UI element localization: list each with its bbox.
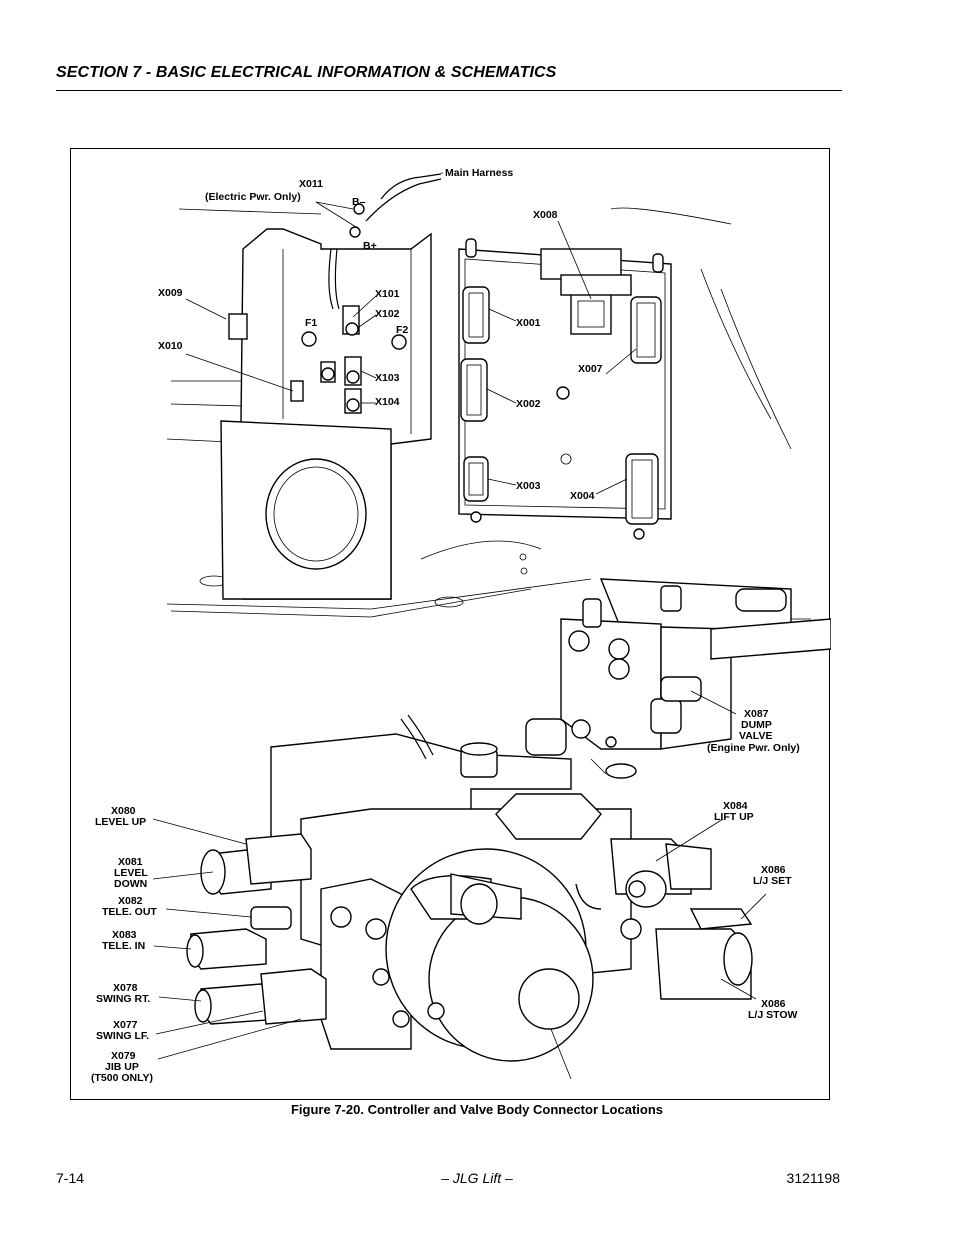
label-f2: F2 xyxy=(396,324,408,336)
label-x084: X084 xyxy=(723,800,748,812)
label-x079: X079 xyxy=(111,1050,136,1062)
label-x008: X008 xyxy=(533,209,558,221)
doc-number: 3121198 xyxy=(786,1170,840,1186)
main-valve-body xyxy=(186,714,753,1080)
label-x087-note: (Engine Pwr. Only) xyxy=(707,742,800,754)
label-x078: X078 xyxy=(113,982,138,994)
label-x002: X002 xyxy=(516,398,541,410)
section-title: SECTION 7 - BASIC ELECTRICAL INFORMATION… xyxy=(56,64,557,81)
label-x011: X011 xyxy=(299,178,323,190)
leader-lines xyxy=(152,172,767,1060)
label-x087-valve: VALVE xyxy=(739,730,772,742)
label-x009: X009 xyxy=(158,287,183,299)
label-x080: X080 xyxy=(111,805,136,817)
label-x087: X087 xyxy=(744,708,769,720)
figure-labels: Main Harness X011 (Electric Pwr. Only) B… xyxy=(91,167,800,1084)
figure-caption: Figure 7-20. Controller and Valve Body C… xyxy=(0,1102,954,1117)
label-b-minus: B– xyxy=(352,196,366,208)
label-x081: X081 xyxy=(118,856,143,868)
label-main-harness: Main Harness xyxy=(445,167,513,179)
label-b-plus: B+ xyxy=(363,240,377,252)
label-x086-lj-set: L/J SET xyxy=(753,875,792,887)
label-x003: X003 xyxy=(516,480,541,492)
label-x103: X103 xyxy=(375,372,400,384)
label-x078-swing-rt: SWING RT. xyxy=(96,993,150,1005)
label-x086-stow: X086 xyxy=(761,998,786,1010)
page-number: 7-14 xyxy=(56,1170,85,1186)
label-x082: X082 xyxy=(118,895,143,907)
label-x102: X102 xyxy=(375,308,400,320)
label-x007: X007 xyxy=(578,363,603,375)
label-x077: X077 xyxy=(113,1019,138,1031)
label-x086-lj-stow: L/J STOW xyxy=(748,1009,797,1021)
label-x010: X010 xyxy=(158,340,183,352)
label-x077-swing-lf: SWING LF. xyxy=(96,1030,149,1042)
header-rule xyxy=(56,90,842,91)
label-x084-lift-up: LIFT UP xyxy=(714,811,754,823)
label-x104: X104 xyxy=(375,396,400,408)
label-x083-tele-in: TELE. IN xyxy=(102,940,145,952)
label-x086-set: X086 xyxy=(761,864,786,876)
figure-caption-text: Controller and Valve Body Connector Loca… xyxy=(367,1102,664,1117)
label-x081-level: LEVEL xyxy=(114,867,148,879)
label-x001: X001 xyxy=(516,317,541,329)
label-x081-down: DOWN xyxy=(114,878,147,890)
label-x004: X004 xyxy=(570,490,595,502)
figure-frame: Main Harness X011 (Electric Pwr. Only) B… xyxy=(70,148,831,1100)
label-x101: X101 xyxy=(375,288,400,300)
figure-caption-number: Figure 7-20. xyxy=(290,1102,364,1117)
controller-board xyxy=(458,238,672,540)
label-x083: X083 xyxy=(112,929,137,941)
label-x082-tele-out: TELE. OUT xyxy=(102,906,157,918)
label-x087-dump: DUMP xyxy=(741,719,772,731)
publisher: – JLG Lift – xyxy=(441,1170,513,1186)
label-x011-note: (Electric Pwr. Only) xyxy=(205,191,301,203)
label-x079-jib-up: JIB UP xyxy=(105,1061,139,1073)
label-x079-note: (T500 ONLY) xyxy=(91,1072,153,1084)
schematic-illustration: Main Harness X011 (Electric Pwr. Only) B… xyxy=(91,167,831,1084)
control-box xyxy=(220,173,442,600)
dump-valve-assembly xyxy=(525,578,831,779)
label-x080-level-up: LEVEL UP xyxy=(95,816,146,828)
label-f1: F1 xyxy=(305,317,317,329)
